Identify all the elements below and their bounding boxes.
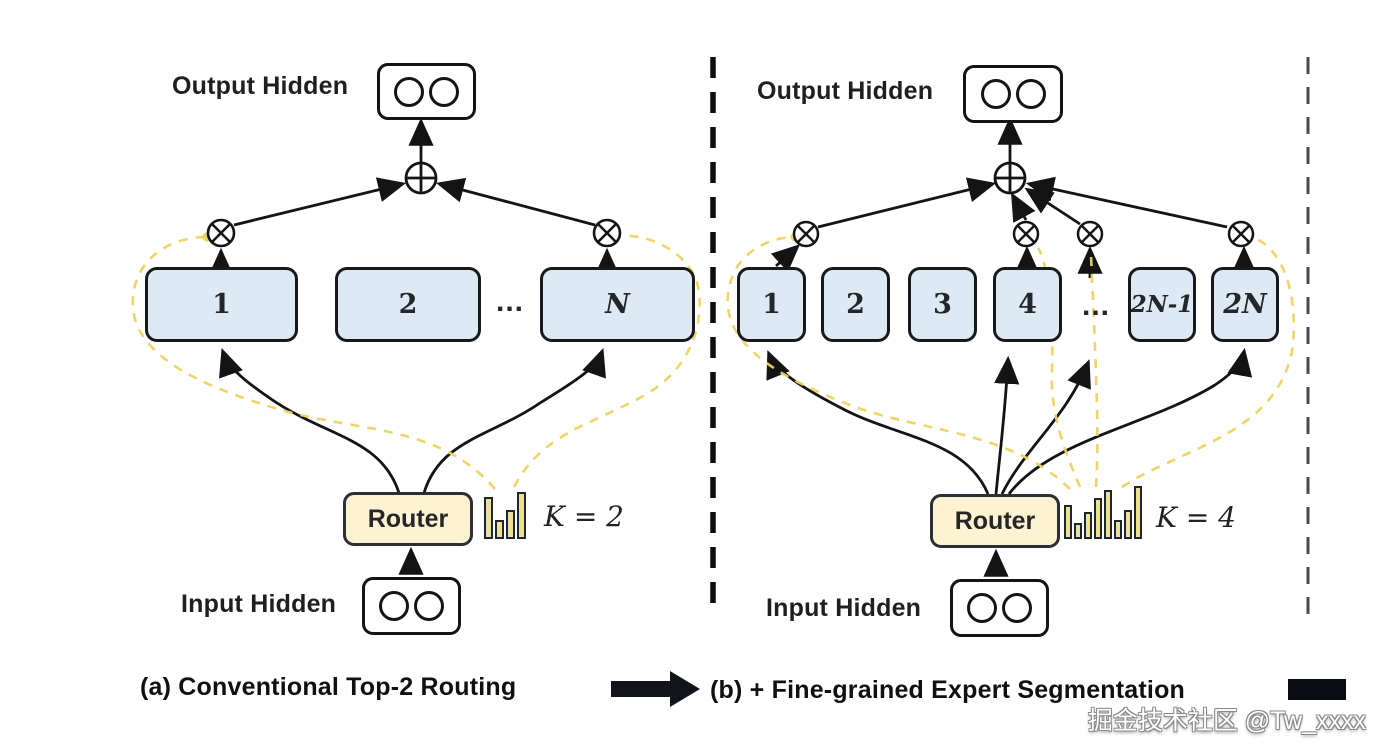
expert-box: 4 xyxy=(993,267,1062,342)
expert-label: 2 xyxy=(846,289,865,320)
score-bar xyxy=(1114,520,1122,539)
expert-label: 3 xyxy=(933,289,952,320)
score-bar xyxy=(1084,512,1092,539)
hidden-unit xyxy=(967,593,997,623)
experts-ellipsis: ... xyxy=(496,285,525,318)
experts-ellipsis: ... xyxy=(1082,289,1111,322)
input-hidden-label: Input Hidden xyxy=(181,590,337,618)
sum-icon xyxy=(993,161,1027,195)
transition-arrow xyxy=(611,671,700,707)
score-bar xyxy=(506,510,515,539)
expert-label: 2N xyxy=(1223,289,1267,320)
score-bar xyxy=(484,497,493,539)
hidden-unit xyxy=(394,76,424,107)
hidden-unit xyxy=(980,79,1011,109)
score-bar xyxy=(1124,510,1132,539)
hidden-unit xyxy=(429,76,459,107)
score-bar xyxy=(1064,505,1072,539)
hidden-unit xyxy=(379,591,409,621)
input-hidden-state xyxy=(362,577,461,635)
score-bar xyxy=(1134,486,1142,539)
output-hidden-state xyxy=(963,65,1063,123)
expert-box: N xyxy=(540,267,695,342)
multiply-icon xyxy=(1227,220,1255,248)
score-bar xyxy=(495,520,504,539)
expert-box: 1 xyxy=(145,267,298,342)
hidden-unit xyxy=(414,591,444,621)
hidden-unit xyxy=(1015,79,1046,109)
score-bar xyxy=(517,492,526,539)
score-bar xyxy=(1074,523,1082,539)
router-box: Router xyxy=(930,494,1060,548)
expert-box: 1 xyxy=(737,267,806,342)
expert-label: 2N-1 xyxy=(1130,291,1194,318)
expert-box: 2 xyxy=(821,267,890,342)
expert-box: 2N-1 xyxy=(1128,267,1196,342)
score-bar xyxy=(1104,490,1112,539)
expert-label: 1 xyxy=(212,289,231,320)
expert-box: 3 xyxy=(908,267,977,342)
sum-icon xyxy=(404,161,438,195)
router-box: Router xyxy=(343,492,473,546)
score-bar xyxy=(1094,498,1102,539)
expert-label: N xyxy=(605,289,630,320)
hidden-unit xyxy=(1002,593,1032,623)
top-k-label: K = 2 xyxy=(544,500,624,533)
expert-label: 4 xyxy=(1018,289,1037,320)
output-hidden-label: Output Hidden xyxy=(757,77,934,105)
router-scores-chart xyxy=(484,492,532,539)
input-hidden-label: Input Hidden xyxy=(766,594,922,622)
top4-route-dashes xyxy=(726,235,1296,490)
watermark: 掘金技术社区 @Tw_xxxx xyxy=(1087,707,1366,735)
multiply-icon xyxy=(792,220,820,248)
panel-b-caption: (b) + Fine-grained Expert Segmentation xyxy=(710,676,1186,704)
input-hidden-state xyxy=(950,579,1049,637)
multiply-icon xyxy=(1076,220,1104,248)
expert-label: 2 xyxy=(398,289,418,320)
router-scores-chart xyxy=(1064,486,1148,539)
output-hidden-state xyxy=(377,63,476,120)
output-hidden-label: Output Hidden xyxy=(172,72,349,100)
top2-route-dashes xyxy=(131,234,701,490)
expert-box: 2 xyxy=(335,267,481,342)
multiply-icon xyxy=(206,218,236,248)
multiply-icon xyxy=(1012,220,1040,248)
transition-arrow-truncated xyxy=(1288,679,1346,700)
multiply-icon xyxy=(592,218,622,248)
panel-a-caption: (a) Conventional Top-2 Routing xyxy=(140,673,517,701)
top-k-label: K = 4 xyxy=(1156,501,1236,534)
expert-label: 1 xyxy=(762,289,781,320)
expert-box: 2N xyxy=(1211,267,1279,342)
